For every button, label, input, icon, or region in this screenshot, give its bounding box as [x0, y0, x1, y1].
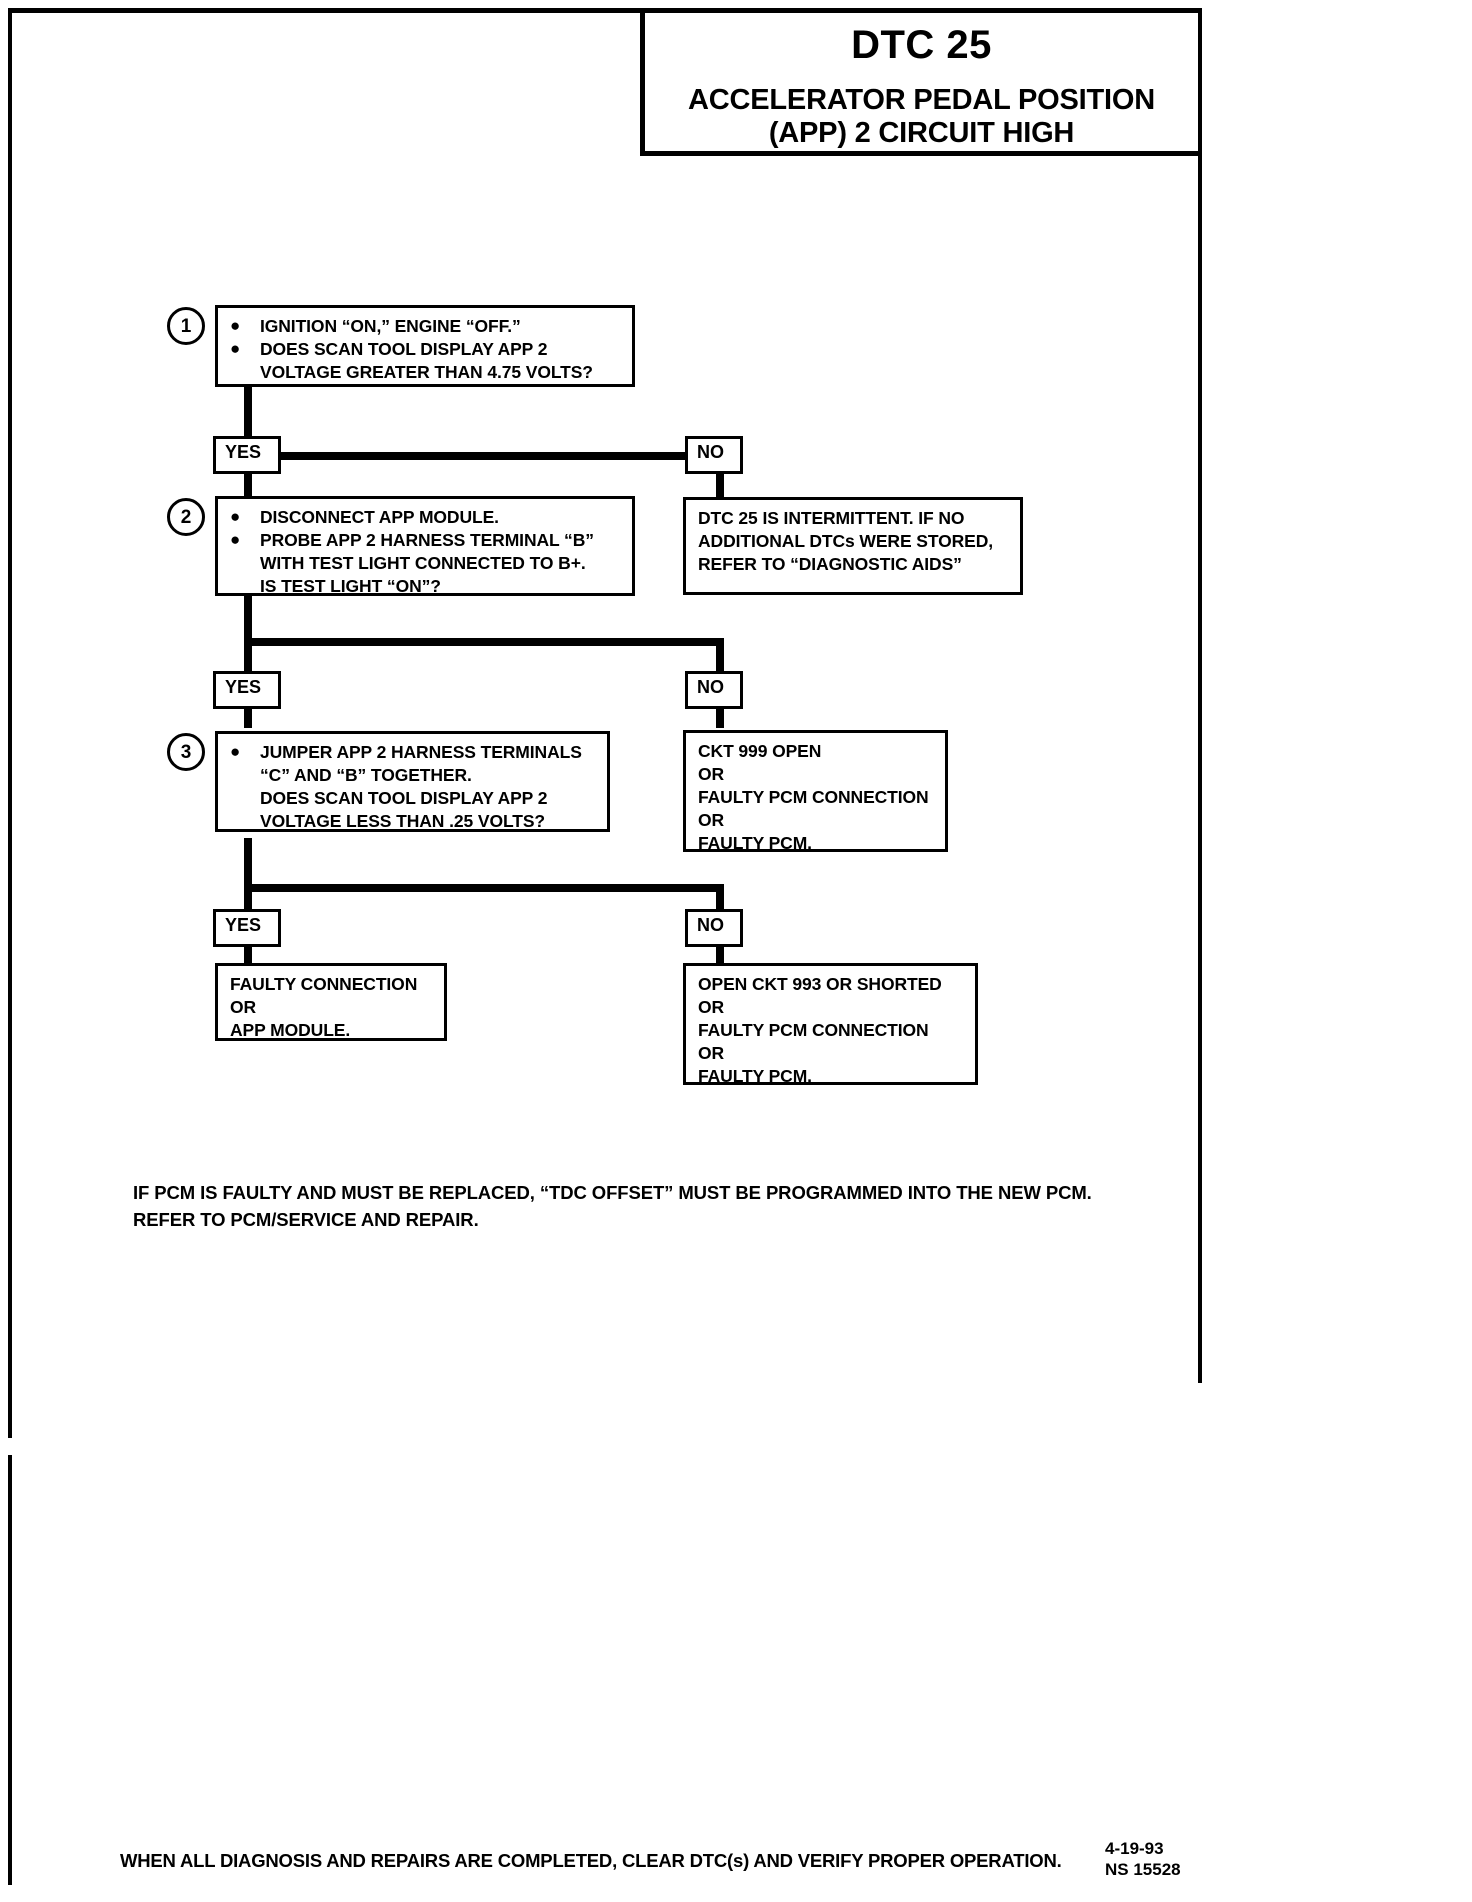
pcm-note-line-2: REFER TO PCM/SERVICE AND REPAIR.: [133, 1208, 479, 1230]
tag-yes-step3-label: YES: [225, 915, 262, 935]
pcm-note-line-1: IF PCM IS FAULTY AND MUST BE REPLACED, “…: [133, 1182, 1092, 1203]
tag-no-step1-label: NO: [697, 442, 724, 462]
result-ckt999-line-2: OR: [698, 764, 725, 785]
step-2-box: ● DISCONNECT APP MODULE. ● PROBE APP 2 H…: [215, 496, 635, 596]
result-faulty-connection-line-3: APP MODULE.: [230, 1020, 351, 1041]
page-frame-right: [1198, 8, 1202, 1383]
result-faulty-connection-box: FAULTY CONNECTION OR APP MODULE.: [215, 963, 447, 1041]
dtc-title-line-2: (APP) 2 CIRCUIT HIGH: [768, 117, 1075, 150]
stamp-id: NS 15528: [1105, 1860, 1181, 1880]
result-ckt993-box: OPEN CKT 993 OR SHORTED OR FAULTY PCM CO…: [683, 963, 978, 1086]
step-1-line-2: ● DOES SCAN TOOL DISPLAY APP 2: [230, 338, 622, 361]
step-3-line-4: VOLTAGE LESS THAN .25 VOLTS?: [260, 811, 546, 832]
step-number-1-label: 1: [180, 316, 192, 337]
step-1-line-3: VOLTAGE GREATER THAN 4.75 VOLTS?: [260, 362, 593, 383]
step-number-2: 2: [167, 498, 205, 536]
result-intermittent-lines: DTC 25 IS INTERMITTENT. IF NO ADDITIONAL…: [686, 500, 1020, 583]
result-ckt999-line-3: FAULTY PCM CONNECTION: [698, 787, 929, 808]
result-intermittent-line-1: DTC 25 IS INTERMITTENT. IF NO: [698, 508, 965, 528]
step-1-box: ● IGNITION “ON,” ENGINE “OFF.” ● DOES SC…: [215, 305, 635, 387]
tag-yes-step1-label: YES: [225, 442, 262, 462]
result-ckt999-line-1: CKT 999 OPEN: [698, 741, 822, 761]
step-3-line-1-text: JUMPER APP 2 HARNESS TERMINALS: [260, 742, 582, 762]
pcm-note: IF PCM IS FAULTY AND MUST BE REPLACED, “…: [133, 1180, 1143, 1234]
tag-yes-step2: YES: [213, 671, 281, 709]
bullet-icon: ●: [230, 742, 241, 761]
tag-no-step2: NO: [685, 671, 743, 709]
tag-no-step3-label: NO: [697, 915, 724, 935]
tag-yes-step2-label: YES: [225, 677, 262, 697]
footer-note: WHEN ALL DIAGNOSIS AND REPAIRS ARE COMPL…: [120, 1850, 1062, 1871]
stamp-date: 4-19-93: [1105, 1839, 1164, 1858]
dtc-title-line-1: ACCELERATOR PEDAL POSITION: [688, 84, 1155, 116]
step-1-line-1: ● IGNITION “ON,” ENGINE “OFF.”: [230, 315, 622, 338]
step-2-line-2: ● PROBE APP 2 HARNESS TERMINAL “B”: [230, 529, 622, 552]
tag-no-step1: NO: [685, 436, 743, 474]
result-ckt993-line-2: OR: [698, 997, 725, 1018]
connector-step1-no-down: [716, 452, 724, 534]
step-3-lines: ● JUMPER APP 2 HARNESS TERMINALS “C” AND…: [218, 734, 607, 840]
bullet-icon: ●: [230, 316, 241, 335]
step-2-lines: ● DISCONNECT APP MODULE. ● PROBE APP 2 H…: [218, 499, 632, 605]
step-2-line-4: IS TEST LIGHT “ON”?: [260, 576, 441, 597]
result-faulty-connection-lines: FAULTY CONNECTION OR APP MODULE.: [218, 966, 444, 1049]
result-ckt993-line-5: FAULTY PCM.: [698, 1066, 812, 1087]
step-number-3-label: 3: [180, 742, 192, 763]
dtc-title: ACCELERATOR PEDAL POSITION (APP) 2 CIRCU…: [645, 84, 1198, 150]
step-number-2-label: 2: [180, 507, 192, 528]
header-box: DTC 25 ACCELERATOR PEDAL POSITION (APP) …: [640, 8, 1198, 156]
connector-step1-yes-down: [244, 452, 252, 534]
result-intermittent-line-3: REFER TO “DIAGNOSTIC AIDS”: [698, 554, 962, 575]
tag-no-step2-label: NO: [697, 677, 724, 697]
document-stamp: 4-19-93 NS 15528: [1105, 1838, 1181, 1881]
result-faulty-connection-line-1: FAULTY CONNECTION: [230, 974, 418, 994]
bullet-icon: ●: [230, 507, 241, 526]
page-frame-top: [8, 8, 1202, 13]
result-intermittent-line-2: ADDITIONAL DTCs WERE STORED,: [698, 531, 994, 552]
dtc-code: DTC 25: [851, 23, 992, 67]
result-ckt993-line-3: FAULTY PCM CONNECTION: [698, 1020, 929, 1041]
result-ckt999-box: CKT 999 OPEN OR FAULTY PCM CONNECTION OR…: [683, 730, 948, 853]
connector-step3-branch: [244, 884, 724, 892]
result-ckt993-lines: OPEN CKT 993 OR SHORTED OR FAULTY PCM CO…: [686, 966, 975, 1095]
step-1-lines: ● IGNITION “ON,” ENGINE “OFF.” ● DOES SC…: [218, 308, 632, 391]
step-3-box: ● JUMPER APP 2 HARNESS TERMINALS “C” AND…: [215, 731, 610, 832]
tag-yes-step3: YES: [213, 909, 281, 947]
step-number-3: 3: [167, 733, 205, 771]
result-ckt999-lines: CKT 999 OPEN OR FAULTY PCM CONNECTION OR…: [686, 733, 945, 862]
bullet-icon: ●: [230, 339, 241, 359]
step-number-1: 1: [167, 307, 205, 345]
step-2-line-2-text: PROBE APP 2 HARNESS TERMINAL “B”: [260, 530, 594, 551]
step-2-line-1: ● DISCONNECT APP MODULE.: [230, 506, 622, 529]
step-3-line-3: DOES SCAN TOOL DISPLAY APP 2: [260, 788, 548, 809]
page-frame-left-lower: [8, 1455, 12, 1885]
result-intermittent-box: DTC 25 IS INTERMITTENT. IF NO ADDITIONAL…: [683, 497, 1023, 595]
step-1-line-2-text: DOES SCAN TOOL DISPLAY APP 2: [260, 339, 548, 360]
step-2-line-3: WITH TEST LIGHT CONNECTED TO B+.: [260, 553, 586, 574]
connector-step2-branch: [244, 638, 724, 646]
connector-step1-down: [244, 385, 252, 458]
connector-step1-branch: [244, 452, 724, 460]
step-3-line-1: ● JUMPER APP 2 HARNESS TERMINALS: [230, 741, 597, 764]
step-2-line-1-text: DISCONNECT APP MODULE.: [260, 507, 499, 527]
result-faulty-connection-line-2: OR: [230, 997, 257, 1018]
tag-no-step3: NO: [685, 909, 743, 947]
result-ckt993-line-1: OPEN CKT 993 OR SHORTED: [698, 974, 942, 994]
result-ckt999-line-5: FAULTY PCM.: [698, 833, 812, 854]
result-ckt993-line-4: OR: [698, 1043, 725, 1064]
result-ckt999-line-4: OR: [698, 810, 725, 831]
step-3-line-2: “C” AND “B” TOGETHER.: [260, 765, 472, 786]
tag-yes-step1: YES: [213, 436, 281, 474]
page-frame-left-upper: [8, 8, 12, 1438]
bullet-icon: ●: [230, 530, 241, 550]
step-1-line-1-text: IGNITION “ON,” ENGINE “OFF.”: [260, 316, 521, 336]
